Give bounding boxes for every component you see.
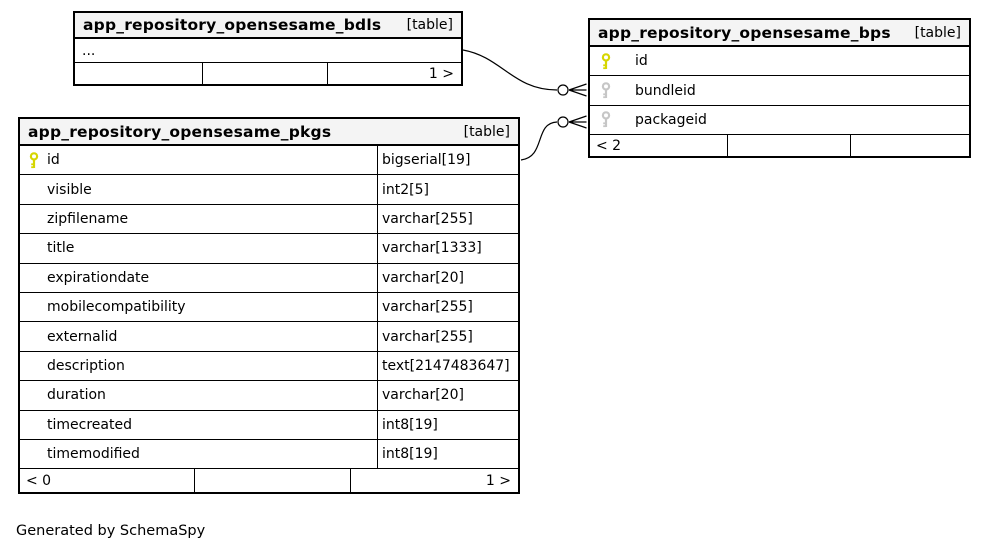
column-type: int2[5] <box>377 175 518 204</box>
footer-parents-count: < 0 <box>26 472 52 489</box>
column-row: id bigserial[19] <box>20 146 518 176</box>
column-row: mobilecompatibility varchar[255] <box>20 292 518 323</box>
connector-bdls-to-bps-bundleid <box>462 49 587 97</box>
column-type: varchar[20] <box>377 263 518 292</box>
column-name: timemodified <box>47 446 140 463</box>
table-node-bps[interactable]: app_repository_opensesame_bps [table] id… <box>588 18 971 159</box>
column-type: bigserial[19] <box>377 146 518 175</box>
table-type-badge: [table] <box>914 24 961 41</box>
column-type: int8[19] <box>377 410 518 439</box>
table-title: app_repository_opensesame_bps <box>598 23 891 42</box>
column-type: int8[19] <box>377 439 518 469</box>
column-name: timecreated <box>47 416 132 433</box>
footer-cell <box>727 135 850 157</box>
foreign-key-icon <box>600 111 635 128</box>
column-name: id <box>635 53 648 70</box>
column-type: varchar[1333] <box>377 234 518 263</box>
table-node-pkgs[interactable]: app_repository_opensesame_pkgs [table] i… <box>18 117 520 495</box>
table-header-bps[interactable]: app_repository_opensesame_bps [table] <box>590 20 969 47</box>
column-type: varchar[20] <box>377 381 518 410</box>
column-name: expirationdate <box>47 269 150 286</box>
table-title: app_repository_opensesame_bdls <box>83 16 382 34</box>
column-type: varchar[255] <box>377 204 518 234</box>
primary-key-icon <box>28 151 47 169</box>
column-name: mobilecompatibility <box>47 299 186 316</box>
column-name: duration <box>47 387 106 404</box>
table-type-badge: [table] <box>463 123 510 140</box>
footer-cell <box>75 63 202 84</box>
column-type: varchar[255] <box>377 322 518 351</box>
footer-cell <box>194 469 350 493</box>
table-footer-bdls: 1 > <box>75 63 461 84</box>
footer-children-count: 1 > <box>327 63 461 84</box>
column-name: title <box>47 240 75 257</box>
generator-credit-text: Generated by SchemaSpy <box>16 523 206 539</box>
footer-children-count: 1 > <box>350 469 518 493</box>
column-row: bundleid <box>590 76 969 106</box>
footer-cell <box>850 135 969 157</box>
column-row: timecreated int8[19] <box>20 410 518 440</box>
column-row: packageid <box>590 106 969 136</box>
connector-pkgs-to-bps-packageid <box>520 115 587 161</box>
column-row: timemodified int8[19] <box>20 439 518 470</box>
column-name: zipfilename <box>47 210 129 227</box>
column-row: duration varchar[20] <box>20 381 518 411</box>
table-node-bdls[interactable]: app_repository_opensesame_bdls [table] .… <box>73 11 463 86</box>
column-name: id <box>47 152 60 169</box>
column-type: varchar[255] <box>377 292 518 322</box>
column-row: visible int2[5] <box>20 175 518 205</box>
primary-key-icon <box>600 52 635 70</box>
column-name: visible <box>47 181 92 198</box>
table-header-pkgs[interactable]: app_repository_opensesame_pkgs [table] <box>20 119 518 146</box>
table-footer-bps: < 2 <box>590 135 969 157</box>
column-name: description <box>47 357 125 374</box>
column-name: externalid <box>47 328 118 345</box>
table-type-badge: [table] <box>406 17 453 33</box>
footer-cell <box>202 63 327 84</box>
footer-parents-count: < 2 <box>596 137 622 154</box>
foreign-key-icon <box>600 82 635 99</box>
column-row: expirationdate varchar[20] <box>20 263 518 293</box>
column-row: id <box>590 47 969 77</box>
column-name: packageid <box>635 111 707 128</box>
collapsed-columns-indicator: ... <box>82 42 96 59</box>
column-type: text[2147483647] <box>377 351 518 381</box>
column-row: title varchar[1333] <box>20 234 518 264</box>
column-row: description text[2147483647] <box>20 351 518 382</box>
column-row: externalid varchar[255] <box>20 322 518 352</box>
collapsed-columns-row: ... <box>75 39 461 63</box>
column-row: zipfilename varchar[255] <box>20 204 518 235</box>
table-header-bdls[interactable]: app_repository_opensesame_bdls [table] <box>75 13 461 39</box>
table-footer-pkgs: < 0 1 > <box>20 469 518 493</box>
column-name: bundleid <box>635 82 696 99</box>
table-title: app_repository_opensesame_pkgs <box>28 122 332 141</box>
